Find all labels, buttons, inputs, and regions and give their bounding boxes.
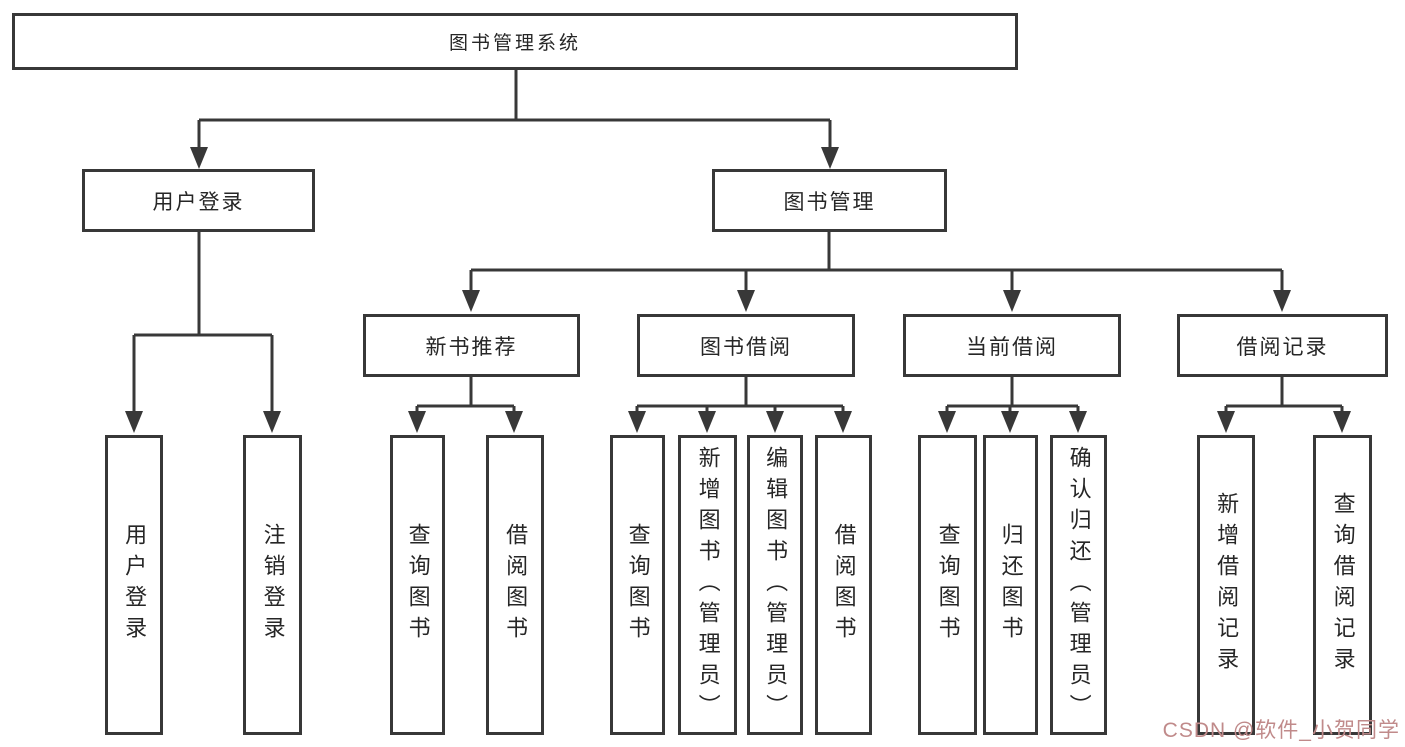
- node-label: 借阅记录: [1236, 335, 1329, 359]
- leaf-search-borrow-record: 查询借阅记录: [1313, 435, 1372, 735]
- node-current-borrowing: 当前借阅: [903, 314, 1121, 377]
- leaf-edit-books-admin: 编辑图书（管理员）: [747, 435, 803, 735]
- watermark: CSDN @软件_小贺同学: [1162, 719, 1400, 742]
- leaf-label: 新增借阅记录: [1214, 492, 1240, 678]
- node-library-management-system: 图书管理系统: [12, 13, 1018, 70]
- node-user-login: 用户登录: [82, 169, 315, 232]
- connector-new-book: [408, 377, 523, 433]
- connector-user-login: [125, 232, 281, 433]
- leaf-search-books-borrow: 查询图书: [610, 435, 665, 735]
- leaf-label: 借阅图书: [503, 523, 529, 647]
- leaf-search-books-recommend: 查询图书: [390, 435, 445, 735]
- leaf-return-books: 归还图书: [983, 435, 1038, 735]
- leaf-search-books-current: 查询图书: [918, 435, 977, 735]
- node-label: 图书管理: [783, 190, 876, 214]
- node-borrowing-records: 借阅记录: [1177, 314, 1388, 377]
- connector-book-borrow: [628, 377, 852, 433]
- leaf-label: 注销登录: [260, 523, 286, 647]
- node-book-borrowing: 图书借阅: [637, 314, 855, 377]
- leaf-label: 查询图书: [625, 523, 651, 647]
- node-label: 新书推荐: [425, 335, 518, 359]
- leaf-label: 借阅图书: [831, 523, 857, 647]
- leaf-label: 查询借阅记录: [1330, 492, 1356, 678]
- node-new-book-recommendation: 新书推荐: [363, 314, 580, 377]
- node-book-management: 图书管理: [712, 169, 947, 232]
- connector-root: [190, 70, 839, 169]
- leaf-logout: 注销登录: [243, 435, 302, 735]
- connector-current-borrow: [938, 377, 1087, 433]
- leaf-add-books-admin: 新增图书（管理员）: [678, 435, 737, 735]
- leaf-add-borrow-record: 新增借阅记录: [1197, 435, 1255, 735]
- node-label: 图书借阅: [700, 335, 792, 359]
- node-label: 图书管理系统: [448, 33, 581, 54]
- leaf-borrow-books-recommend: 借阅图书: [486, 435, 544, 735]
- leaf-label: 新增图书（管理员）: [695, 445, 721, 725]
- leaf-label: 用户登录: [122, 523, 148, 647]
- leaf-label: 编辑图书（管理员）: [763, 445, 789, 725]
- leaf-label: 查询图书: [935, 523, 961, 647]
- leaf-confirm-return-admin: 确认归还（管理员）: [1050, 435, 1107, 735]
- leaf-label: 归还图书: [998, 523, 1024, 647]
- leaf-user-login: 用户登录: [105, 435, 163, 735]
- leaf-label: 查询图书: [405, 523, 431, 647]
- node-label: 当前借阅: [966, 335, 1058, 359]
- connector-borrow-records: [1217, 377, 1351, 433]
- leaf-label: 确认归还（管理员）: [1066, 445, 1092, 725]
- leaf-borrow-books: 借阅图书: [815, 435, 872, 735]
- node-label: 用户登录: [152, 190, 245, 214]
- connector-book-management: [462, 232, 1291, 312]
